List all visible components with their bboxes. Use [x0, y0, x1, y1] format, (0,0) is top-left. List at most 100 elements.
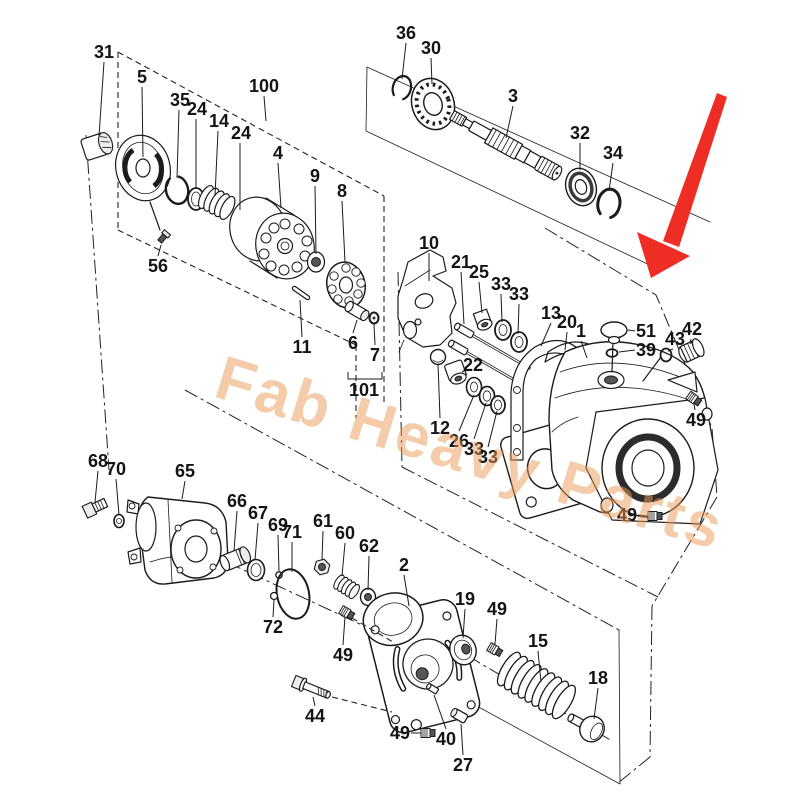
part-pin-21a — [453, 322, 531, 370]
part-oring-33a — [494, 319, 512, 341]
leader-part-30 — [430, 57, 433, 85]
leader-part-13 — [540, 322, 552, 347]
leader-part-31 — [98, 61, 105, 137]
leader-part-56 — [157, 244, 162, 257]
part-label-21: 21 — [451, 252, 471, 272]
part-pin-27 — [450, 707, 469, 724]
leader-part-34 — [608, 162, 614, 192]
part-label-42: 42 — [682, 319, 702, 339]
part-label-3: 3 — [508, 86, 518, 106]
leader-part-19 — [462, 608, 466, 639]
leader-part-49 — [637, 514, 649, 517]
leader-part-60 — [341, 542, 346, 577]
part-oring-39 — [605, 348, 619, 358]
part-label-33: 33 — [491, 274, 511, 294]
part-snap-ring-36 — [391, 74, 413, 101]
part-label-60: 60 — [335, 523, 355, 543]
part-seat-19 — [449, 634, 477, 666]
leader-part-36 — [401, 42, 407, 80]
part-bolt-44 — [290, 674, 331, 699]
part-label-36: 36 — [396, 23, 416, 43]
part-bushing-25 — [472, 308, 493, 331]
part-label-49: 49 — [390, 723, 410, 743]
part-bolt-68 — [81, 497, 109, 519]
leader-part-1 — [580, 340, 588, 359]
leader-lines — [94, 42, 696, 756]
part-screw-49-near-19 — [486, 642, 504, 658]
part-poppet-18 — [567, 713, 605, 743]
part-snap-ring-34 — [596, 187, 622, 219]
part-label-66: 66 — [227, 491, 247, 511]
part-screw-56 — [157, 228, 172, 244]
part-label-49: 49 — [487, 599, 507, 619]
part-label-68: 68 — [88, 451, 108, 471]
leader-part-49 — [693, 403, 696, 411]
part-label-20: 20 — [557, 312, 577, 332]
leader-part-72 — [272, 599, 275, 618]
part-ball-72 — [269, 591, 279, 601]
part-adjust-spring-60 — [333, 574, 360, 600]
part-label-25: 25 — [469, 262, 489, 282]
leader-part-49 — [494, 618, 498, 645]
leader-part-61 — [321, 530, 324, 561]
leader-part-25 — [478, 281, 483, 314]
leader-part-100 — [263, 95, 267, 122]
leader-part-18 — [593, 687, 599, 720]
part-pin-40 — [425, 683, 440, 695]
highlight-arrow-icon — [637, 93, 727, 278]
part-label-34: 34 — [603, 143, 623, 163]
part-bracket-10 — [397, 249, 457, 353]
part-label-14: 14 — [209, 111, 229, 131]
part-label-49: 49 — [333, 645, 353, 665]
part-label-69: 69 — [268, 515, 288, 535]
leader-part-14 — [214, 130, 219, 197]
part-label-49: 49 — [686, 410, 706, 430]
leader-part-11 — [299, 299, 303, 338]
part-screw-49-cover-bottom — [420, 728, 436, 738]
part-label-32: 32 — [570, 123, 590, 143]
part-label-5: 5 — [137, 67, 147, 87]
part-label-67: 67 — [248, 503, 268, 523]
leader-part-65 — [181, 480, 186, 500]
part-cap-51 — [600, 321, 628, 345]
part-drive-shaft-3 — [448, 110, 563, 181]
part-ring-7 — [368, 311, 380, 325]
part-label-33: 33 — [464, 439, 484, 459]
part-washer-26 — [465, 376, 483, 398]
leader-part-8 — [341, 200, 346, 263]
part-label-35: 35 — [170, 90, 190, 110]
part-spring-14 — [197, 184, 236, 220]
part-label-71: 71 — [282, 522, 302, 542]
part-label-100: 100 — [249, 76, 279, 96]
part-label-8: 8 — [337, 181, 347, 201]
leader-part-101 — [347, 372, 383, 380]
part-label-33: 33 — [509, 284, 529, 304]
part-label-51: 51 — [636, 321, 656, 341]
leader-part-12 — [437, 363, 441, 419]
part-label-27: 27 — [453, 755, 473, 775]
part-label-26: 26 — [449, 431, 469, 451]
part-ball-12 — [429, 348, 447, 366]
leader-part-33 — [500, 293, 503, 323]
leader-part-39 — [618, 349, 636, 353]
part-label-56: 56 — [148, 256, 168, 276]
part-oring-33d — [490, 395, 506, 415]
part-label-19: 19 — [455, 589, 475, 609]
part-nut-61 — [313, 558, 331, 576]
leader-part-22 — [461, 369, 467, 373]
leader-part-33 — [473, 402, 487, 440]
part-label-62: 62 — [359, 536, 379, 556]
part-spring-15 — [496, 651, 576, 720]
part-piston-6 — [344, 300, 370, 322]
part-label-61: 61 — [313, 511, 333, 531]
part-retainer-plate-8 — [325, 261, 367, 309]
leader-part-35 — [176, 109, 180, 179]
part-label-49: 49 — [617, 505, 637, 525]
part-label-70: 70 — [106, 459, 126, 479]
part-label-40: 40 — [436, 729, 456, 749]
leader-part-2 — [403, 574, 410, 607]
leader-part-20 — [564, 331, 568, 351]
leader-part-6 — [352, 319, 358, 334]
leader-part-9 — [314, 185, 317, 255]
